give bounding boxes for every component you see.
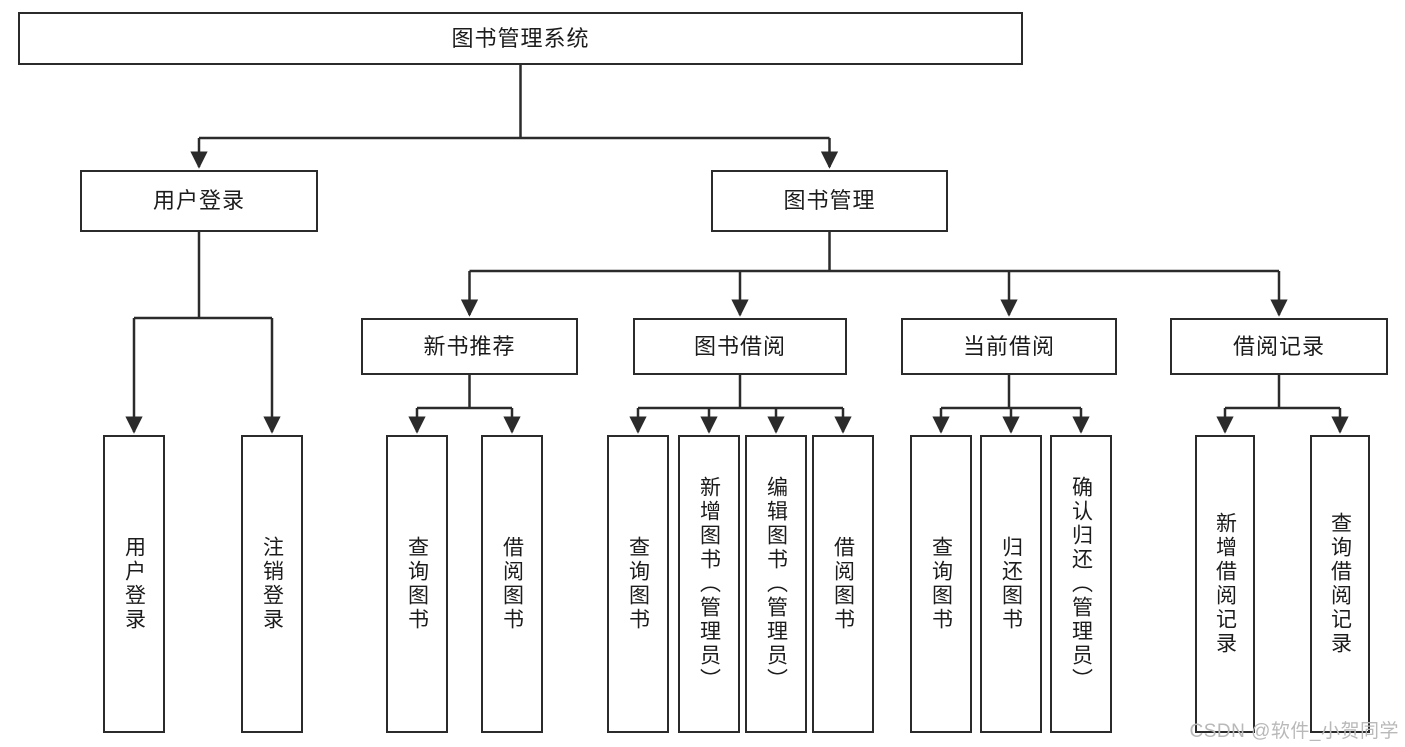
node-label: 新增借阅记录	[1213, 512, 1237, 656]
node-label: 用户登录	[152, 188, 245, 214]
node-borrow-record[interactable]: 借阅记录	[1170, 318, 1388, 375]
node-current-borrow[interactable]: 当前借阅	[901, 318, 1117, 375]
node-label: 借阅记录	[1232, 333, 1325, 359]
node-new-book-rec[interactable]: 新书推荐	[361, 318, 578, 375]
node-label: 归还图书	[999, 536, 1023, 632]
node-book-manage[interactable]: 图书管理	[711, 170, 948, 232]
node-leaf-query-book-1[interactable]: 查询图书	[386, 435, 448, 733]
node-label: 新书推荐	[423, 333, 516, 359]
node-label: 图书管理	[783, 188, 876, 214]
node-label: 确认归还（管理员）	[1069, 476, 1093, 692]
node-label: 当前借阅	[962, 333, 1055, 359]
node-label: 查询借阅记录	[1328, 512, 1352, 656]
node-leaf-user-login[interactable]: 用户登录	[103, 435, 165, 733]
watermark-label: CSDN @软件_小贺同学	[1189, 721, 1399, 742]
node-leaf-edit-book[interactable]: 编辑图书（管理员）	[745, 435, 807, 733]
node-book-borrow[interactable]: 图书借阅	[633, 318, 847, 375]
node-label: 用户登录	[122, 536, 146, 632]
node-label: 借阅图书	[831, 536, 855, 632]
node-leaf-add-book[interactable]: 新增图书（管理员）	[678, 435, 740, 733]
node-leaf-return-book[interactable]: 归还图书	[980, 435, 1042, 733]
node-label: 查询图书	[626, 536, 650, 632]
node-leaf-add-record[interactable]: 新增借阅记录	[1195, 435, 1255, 733]
node-leaf-confirm-return[interactable]: 确认归还（管理员）	[1050, 435, 1112, 733]
node-label: 图书管理系统	[451, 25, 590, 51]
node-root[interactable]: 图书管理系统	[18, 12, 1023, 65]
node-leaf-query-record[interactable]: 查询借阅记录	[1310, 435, 1370, 733]
node-label: 借阅图书	[500, 536, 524, 632]
node-leaf-borrow-book-2[interactable]: 借阅图书	[812, 435, 874, 733]
node-label: 新增图书（管理员）	[697, 476, 721, 692]
node-label: 编辑图书（管理员）	[764, 476, 788, 692]
node-label: 查询图书	[405, 536, 429, 632]
node-leaf-borrow-book-1[interactable]: 借阅图书	[481, 435, 543, 733]
node-label: 查询图书	[929, 536, 953, 632]
node-leaf-query-book-3[interactable]: 查询图书	[910, 435, 972, 733]
node-user-login[interactable]: 用户登录	[80, 170, 318, 232]
node-leaf-logout[interactable]: 注销登录	[241, 435, 303, 733]
node-leaf-query-book-2[interactable]: 查询图书	[607, 435, 669, 733]
node-label: 图书借阅	[693, 333, 786, 359]
node-label: 注销登录	[260, 536, 284, 632]
